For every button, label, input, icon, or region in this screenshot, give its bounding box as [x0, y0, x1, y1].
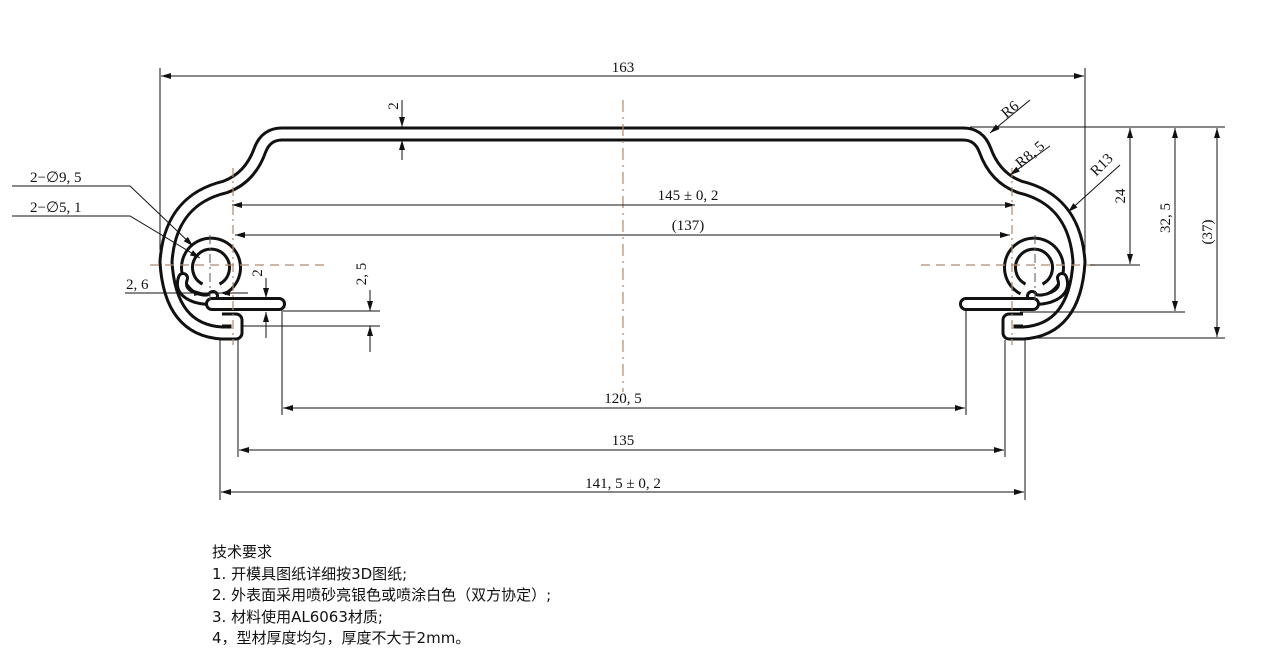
dim-163: 163: [612, 60, 635, 76]
dim-r8-5: R8, 5: [1013, 138, 1048, 171]
dim-gap-2-5: 2, 5: [354, 263, 370, 286]
dim-141-5: 141, 5 ± 0, 2: [585, 476, 661, 492]
dim-r13: R13: [1088, 151, 1117, 180]
dim-37: (37): [1200, 220, 1216, 245]
dim-145: 145 ± 0, 2: [658, 188, 719, 204]
note-item: 3. 材料使用AL6063材质;: [212, 607, 383, 626]
dim-lip-2: 2: [250, 269, 266, 277]
technical-requirements: 技术要求 1. 开模具图纸详细按3D图纸; 2. 外表面采用喷砂亮银色或喷涂白色…: [212, 542, 551, 650]
dim-slot-2-6: 2, 6: [126, 277, 149, 293]
dim-32-5: 32, 5: [1158, 203, 1174, 233]
dimension-lines: [12, 73, 1220, 495]
note-item: 1. 开模具图纸详细按3D图纸;: [212, 564, 408, 583]
dim-120-5: 120, 5: [604, 391, 642, 407]
note-item: 2. 外表面采用喷砂亮银色或喷涂白色（双方协定）;: [212, 586, 552, 604]
dim-thickness-2: 2: [386, 102, 402, 110]
dim-hole-inner: 2−∅5, 1: [30, 200, 82, 216]
dim-137: (137): [672, 218, 705, 234]
dim-24: 24: [1113, 188, 1129, 204]
note-item: 4，型材厚度均匀，厚度不大于2mm。: [212, 629, 471, 647]
notes-title: 技术要求: [212, 543, 273, 561]
dim-r6: R6: [999, 98, 1023, 122]
dim-135: 135: [612, 433, 635, 449]
dim-hole-outer: 2−∅9, 5: [30, 170, 82, 186]
profile-left-half: [150, 134, 623, 345]
extension-lines: [159, 68, 1225, 500]
